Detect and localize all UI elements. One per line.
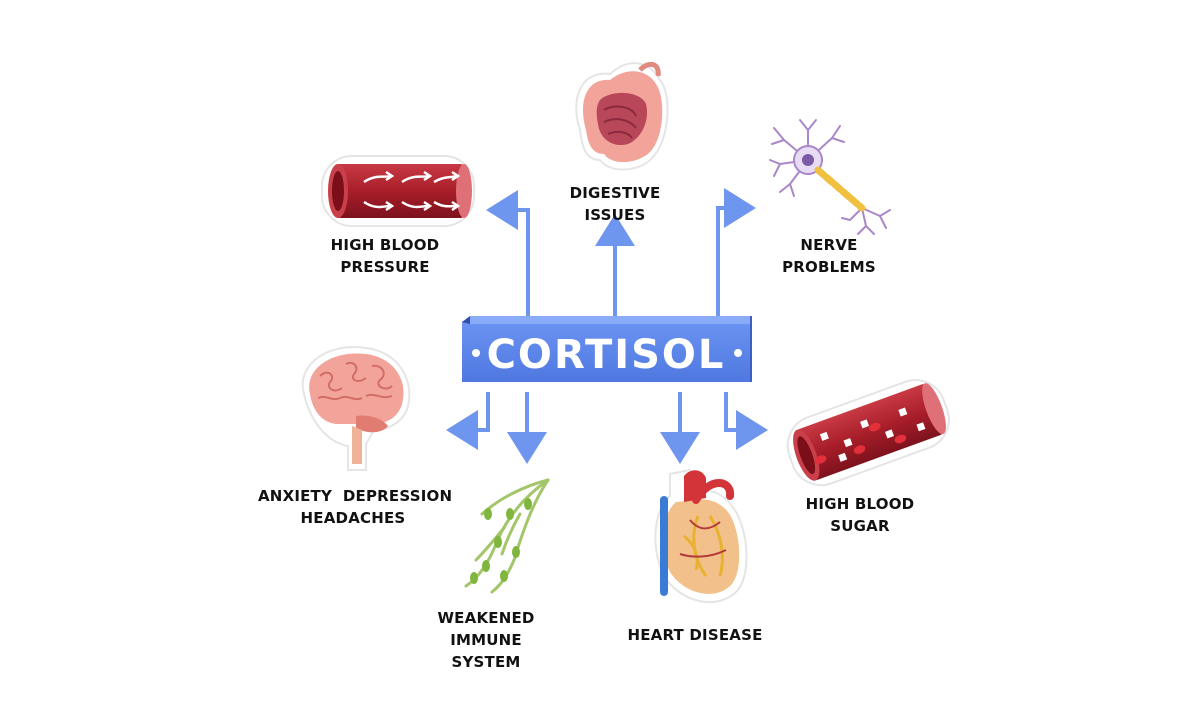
arrow-to-anxiety xyxy=(446,392,490,450)
blood-vessel-arrows-icon xyxy=(321,155,475,227)
label-high-blood-sugar: HIGH BLOOD SUGAR xyxy=(805,495,915,535)
heart-icon xyxy=(654,468,748,604)
banner-rivet-right xyxy=(734,349,742,357)
arrow-to-nerve-problems xyxy=(716,188,756,316)
intestines-icon xyxy=(575,61,669,171)
lymph-vessels-icon xyxy=(464,478,550,594)
label-immune-line1: WEAKENED xyxy=(437,609,535,627)
blood-vessel-sugar-icon xyxy=(786,379,950,487)
arrow-to-high-blood-pressure xyxy=(486,190,530,316)
connector-arrows xyxy=(446,188,768,464)
label-heart-disease: HEART DISEASE xyxy=(627,626,763,644)
label-anxiety-line2: HEADACHES xyxy=(300,509,406,527)
brain-icon xyxy=(301,346,411,471)
label-digestive-issues: DIGESTIVE ISSUES xyxy=(569,184,661,224)
cortisol-banner: CORTISOL xyxy=(462,316,752,382)
label-high-blood-pressure: HIGH BLOOD PRESSURE xyxy=(330,236,440,276)
label-anxiety-depression-headaches: ANXIETY DEPRESSION HEADACHES xyxy=(258,485,453,529)
arrow-to-high-blood-sugar xyxy=(724,392,768,450)
neuron-icon xyxy=(769,119,891,235)
cortisol-title: CORTISOL xyxy=(487,332,726,378)
label-nerve-problems: NERVE PROBLEMS xyxy=(782,236,876,276)
banner-rivet-left xyxy=(472,349,480,357)
label-weakened-immune-system: WEAKENED IMMUNE SYSTEM xyxy=(416,607,556,673)
label-anxiety-line1: ANXIETY DEPRESSION xyxy=(258,487,453,505)
label-immune-line2: IMMUNE SYSTEM xyxy=(450,631,522,671)
